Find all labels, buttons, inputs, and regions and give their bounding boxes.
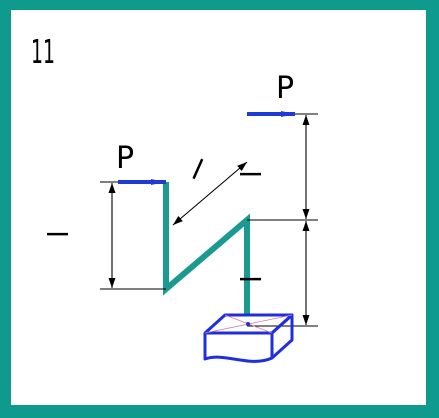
dimension-right xyxy=(247,113,318,327)
support-center-point xyxy=(246,322,250,326)
fixed-support xyxy=(203,313,294,363)
problem-number: 11 xyxy=(31,32,55,71)
force-label-left: P xyxy=(116,141,134,176)
dimension-left xyxy=(100,181,166,290)
dimension-label-right-lower: l xyxy=(235,275,268,283)
force-arrow-left xyxy=(118,179,166,185)
force-arrow-right xyxy=(247,111,295,117)
bent-bar xyxy=(163,182,250,315)
dimension-label-left: l xyxy=(42,230,75,238)
dimension-label-right-upper: l xyxy=(235,170,268,178)
dimension-label-diagonal: l xyxy=(187,153,208,186)
force-label-right: P xyxy=(276,71,294,106)
dimension-diagonal xyxy=(172,161,248,226)
